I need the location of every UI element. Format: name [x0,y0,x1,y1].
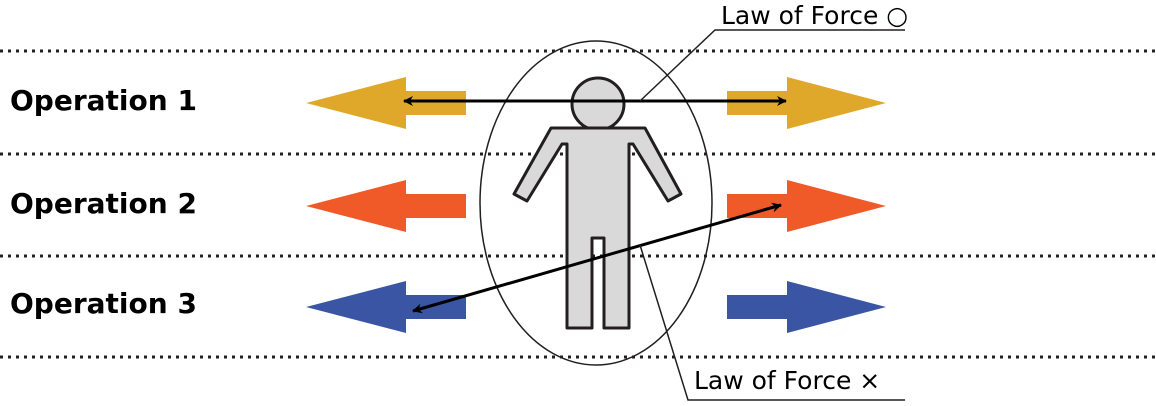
row-label-operation-2: Operation 2 [10,187,197,220]
row-label-operation-1: Operation 1 [10,84,197,117]
callout-law-of-force-positive: Law of Force ○ [721,1,909,30]
force-arrow-operation-3 [412,202,782,314]
human-figure [512,76,683,330]
color-arrows [306,77,886,333]
row-label-operation-3: Operation 3 [10,287,197,320]
callout-law-of-force-negative: Law of Force × [694,366,881,395]
left-arrow-operation-2 [306,180,466,232]
right-arrow-operation-1 [727,77,886,129]
right-arrow-operation-3 [727,281,886,333]
leader-line-positive [639,29,905,102]
right-arrow-operation-2 [727,180,886,232]
figure-head [570,76,626,132]
left-arrow-operation-3 [306,281,466,333]
leader-line-negative [639,244,905,401]
left-arrow-operation-1 [306,77,466,129]
